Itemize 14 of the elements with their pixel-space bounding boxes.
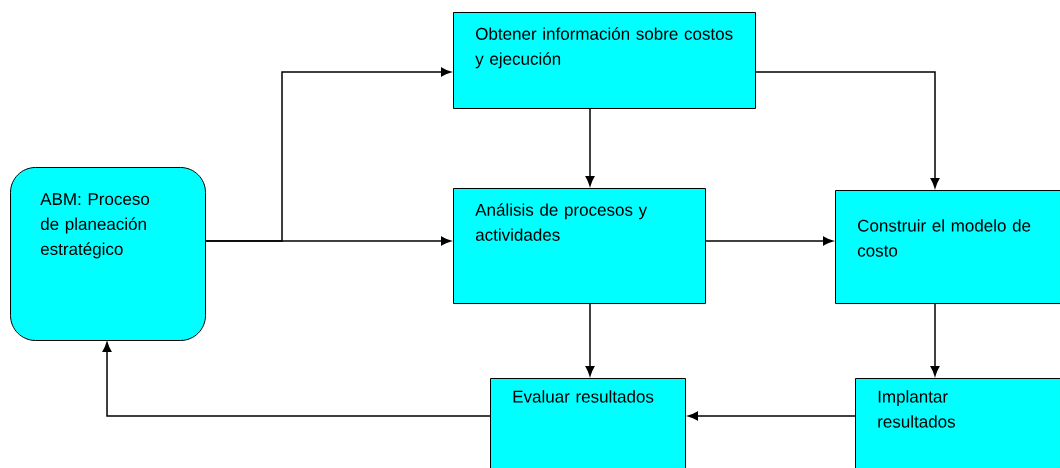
process-box: Implantar resultados [855, 378, 1060, 468]
process-box: Análisis de procesos y actividades [453, 188, 706, 304]
arrow [585, 107, 595, 186]
arrow [205, 236, 451, 246]
process-box: Construir el modelo de costo [835, 190, 1060, 304]
process-box: Obtener información sobre costos y ejecución [453, 12, 756, 109]
arrow [688, 411, 856, 421]
arrow [585, 302, 595, 376]
rounded-box: ABM: Proceso de planeación estratégico [10, 167, 206, 341]
arrow [102, 342, 491, 417]
process-box: Evaluar resultados [490, 378, 686, 468]
arrow [755, 71, 940, 188]
arrow [930, 302, 940, 376]
arrow [705, 236, 833, 246]
